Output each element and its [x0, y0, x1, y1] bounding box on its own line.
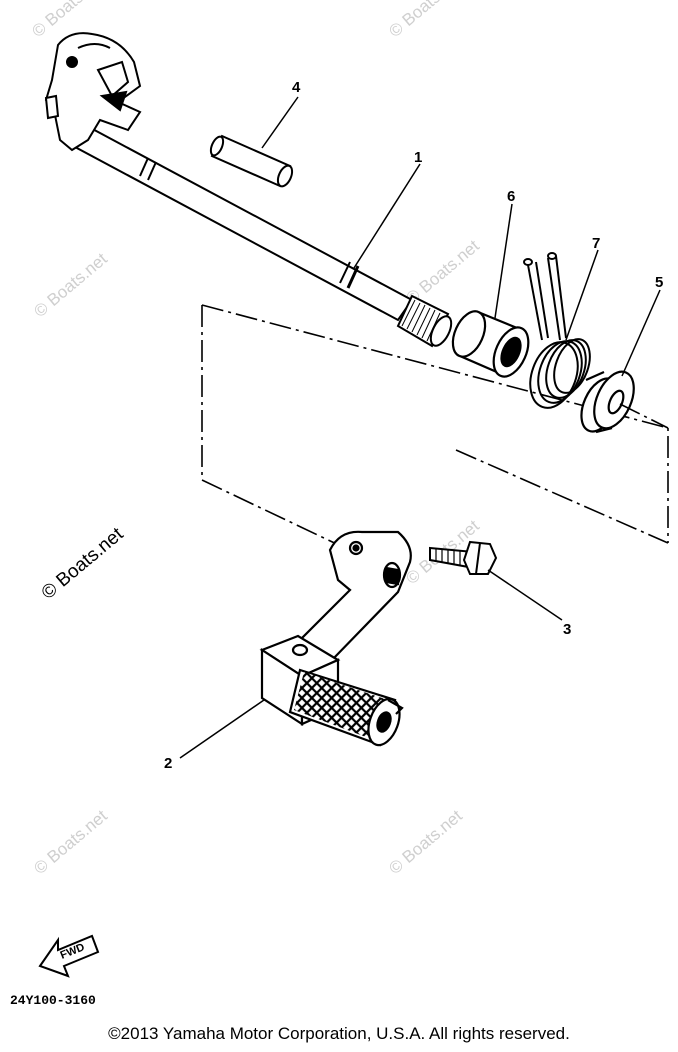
part-1-shift-shaft [44, 32, 453, 348]
callout-5: 5 [655, 274, 663, 291]
part-5-axis-line [619, 403, 669, 429]
callout-6: 6 [507, 188, 515, 205]
watermark: © Boats.net [385, 806, 466, 878]
watermark: © Boats.net [38, 523, 128, 604]
part-2-shift-pedal [259, 530, 412, 747]
drawing-code: 24Y100-3160 [10, 993, 96, 1008]
callout-2: 2 [164, 755, 172, 772]
part-3-bolt [429, 540, 498, 575]
part-4-dowel-pin [209, 134, 294, 188]
fwd-arrow-icon: FWD [38, 934, 100, 978]
part-6-collar [451, 310, 530, 378]
copyright-notice: ©2013 Yamaha Motor Corporation, U.S.A. A… [108, 1024, 570, 1043]
assembly-outline [201, 304, 669, 549]
callout-7: 7 [592, 235, 600, 252]
callouts: 1 2 3 4 5 6 7 [164, 79, 663, 772]
callout-1: 1 [414, 149, 422, 166]
part-5-washer [580, 370, 635, 434]
callout-4: 4 [292, 79, 301, 96]
part-7-torsion-spring [523, 252, 591, 409]
watermark: © Boats.net [30, 249, 111, 321]
leader-lines [179, 96, 661, 759]
callout-3: 3 [563, 621, 571, 638]
watermark: © Boats.net [30, 806, 111, 878]
watermark: © Boats.net [385, 0, 466, 41]
